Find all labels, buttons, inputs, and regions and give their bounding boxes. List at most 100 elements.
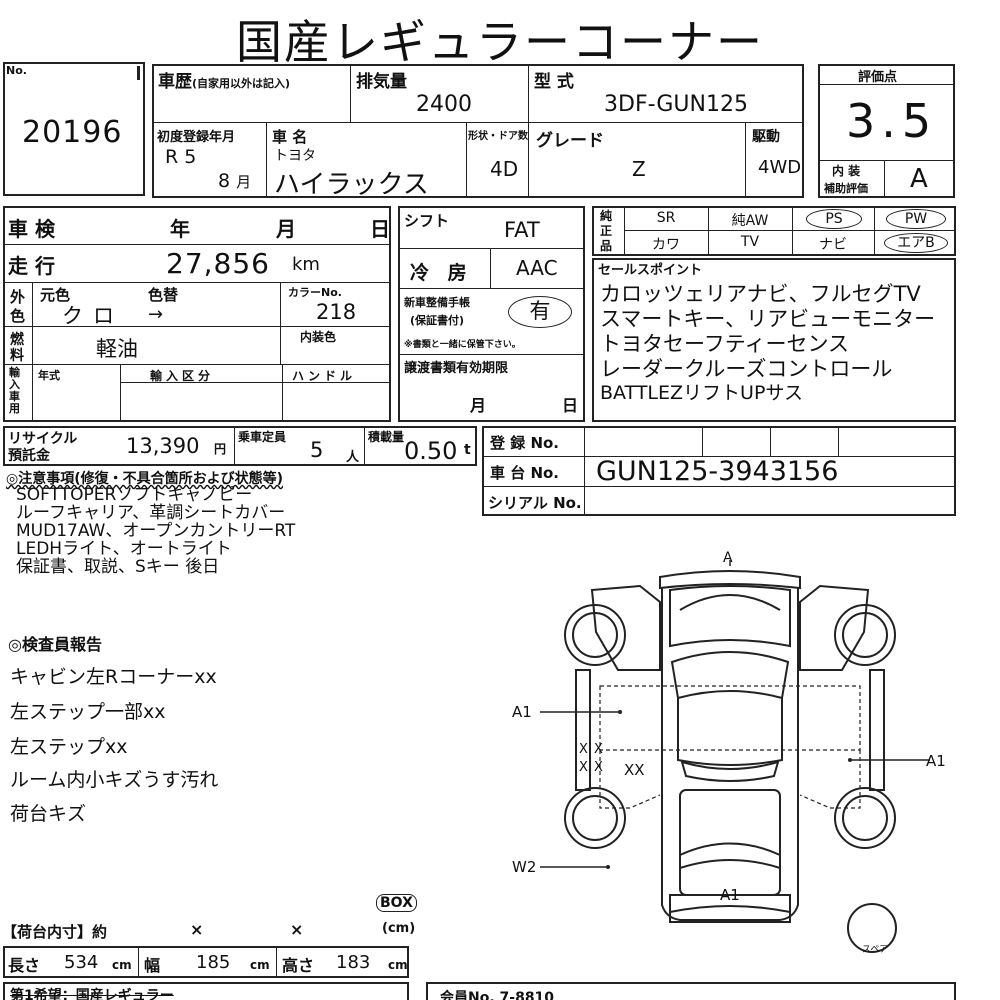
- notes-line-5: 保証書、取説、Sキー 後日: [16, 557, 220, 577]
- bed-height-label: 高さ: [282, 956, 315, 975]
- sales-line-4: レーダークルーズコントロール: [600, 357, 893, 381]
- drive-label: 駆動: [752, 129, 780, 145]
- inspector-line-4: ルーム内小キズうす汚れ: [10, 769, 219, 791]
- bottom-first-choice: 第1希望：国産レギュラー: [10, 988, 174, 1000]
- transfer-month: 月: [470, 396, 487, 415]
- diagram-a-top: A: [723, 550, 733, 566]
- vehicle-diagram: [540, 560, 930, 953]
- bottom-right-box: [426, 982, 956, 1000]
- interior-value: A: [910, 164, 928, 194]
- equip-navi: ナビ: [819, 237, 847, 253]
- equip-aw: 純AW: [731, 213, 769, 229]
- equipment-box: [592, 206, 956, 256]
- aircon-value: AAC: [516, 256, 558, 280]
- bed-box: BOX: [376, 894, 417, 912]
- diagram-xx-inner: XX: [624, 761, 645, 779]
- color-code-label: カラーNo.: [288, 286, 342, 299]
- notes-line-2: ルーフキャリア、革調シートカバー: [16, 503, 286, 523]
- displacement-value: 2400: [416, 92, 472, 117]
- color-side-2: 色: [10, 307, 26, 325]
- color-code-value: 218: [316, 300, 357, 324]
- diagram-a1-left: A1: [512, 703, 532, 721]
- recycle-unit: 円: [214, 442, 227, 456]
- name-label: 車 名: [272, 128, 308, 146]
- no-mark: [137, 66, 140, 80]
- equip-tv: TV: [740, 234, 760, 250]
- middle-box: [398, 206, 585, 422]
- inspector-line-3: 左ステップxx: [10, 736, 128, 758]
- body-label: 形状・ドア数: [468, 131, 528, 142]
- equipment-side-2: 正: [600, 224, 613, 238]
- notes-line-4: LEDHライト、オートライト: [16, 539, 232, 559]
- load-unit: t: [464, 442, 471, 458]
- color-arrow: →: [148, 304, 164, 325]
- model-label: 型 式: [534, 72, 574, 92]
- import-handle-label: ハンドル: [292, 369, 357, 383]
- interior-label-1: 内 装: [832, 164, 861, 178]
- recycle-value: 13,390: [126, 434, 200, 458]
- notes-line-1: SOFTTOPERソフトキャノピー: [16, 485, 253, 505]
- diagram-xx-side-4: X: [594, 760, 603, 775]
- color-change-label: 色替: [148, 286, 179, 304]
- color-orig-label: 元色: [40, 286, 71, 304]
- inspector-line-1: キャビン左Rコーナーxx: [10, 666, 217, 688]
- no-value: 20196: [22, 115, 123, 150]
- bed-height-value: 183: [336, 952, 371, 973]
- sales-points-label: セールスポイント: [598, 263, 703, 278]
- no-box: [3, 62, 145, 196]
- spec-box: [3, 206, 391, 422]
- no-label: No.: [6, 64, 27, 77]
- manual-label-2: (保証書付): [410, 314, 465, 327]
- diagram-a1-bottom: A1: [720, 886, 740, 904]
- bed-width-label: 幅: [144, 956, 161, 975]
- equip-ps: PS: [806, 209, 862, 229]
- manual-note: ※書類と一緒に保管下さい。: [404, 340, 521, 350]
- page-title: 国産レギュラーコーナー: [236, 15, 764, 69]
- inspection-day: 日: [370, 217, 390, 241]
- mileage-unit: km: [292, 254, 320, 275]
- score-value: 3.5: [846, 94, 938, 148]
- equip-pw: PW: [886, 209, 946, 229]
- manual-label-1: 新車整備手帳: [404, 296, 470, 309]
- chassis-label: 車 台 No.: [490, 464, 560, 482]
- bed-width-value: 185: [196, 952, 231, 973]
- drive-value: 4WD: [758, 157, 802, 178]
- shift-value: FAT: [504, 218, 540, 242]
- recycle-label-2: 預託金: [8, 448, 50, 464]
- chassis-value: GUN125-3943156: [596, 456, 839, 487]
- sales-line-5: BATTLEZリフトUPサス: [600, 382, 804, 404]
- bed-x1: ×: [190, 920, 204, 939]
- inspection-label: 車 検: [8, 217, 55, 241]
- sales-line-1: カロッツェリアナビ、フルセグTV: [600, 282, 921, 306]
- diagram-xx-side-1: X: [579, 742, 588, 757]
- first-reg-month: 8 月: [218, 170, 252, 192]
- bed-width-unit: cm: [250, 958, 270, 972]
- model-value: 3DF-GUN125: [604, 92, 748, 117]
- equipment-side-3: 品: [600, 239, 613, 253]
- sales-points-box: [592, 258, 956, 422]
- bed-length-label: 長さ: [8, 956, 41, 975]
- interior-color-label: 内装色: [300, 330, 337, 344]
- import-year-label: 年式: [38, 369, 60, 382]
- sales-line-2: スマートキー、リアビューモニター: [600, 307, 936, 331]
- name-value: ハイラックス: [274, 170, 429, 200]
- color-orig-value: クロ: [62, 304, 124, 328]
- interior-label-2: 補助評価: [824, 182, 868, 195]
- bed-length-value: 534: [64, 952, 99, 973]
- first-reg-label: 初度登録年月: [157, 130, 236, 145]
- capacity-unit: 人: [346, 450, 360, 465]
- sales-line-3: トヨタセーフティーセンス: [600, 332, 850, 356]
- inspector-line-2: 左ステップ一部xx: [10, 701, 166, 723]
- score-box: [818, 64, 955, 198]
- shift-label: シフト: [404, 212, 450, 230]
- bed-height-unit: cm: [388, 958, 408, 972]
- name-maker: トヨタ: [274, 148, 316, 164]
- inspector-line-5: 荷台キズ: [10, 803, 87, 825]
- transfer-label: 譲渡書類有効期限: [404, 361, 509, 376]
- equip-leather: カワ: [652, 237, 680, 253]
- transfer-day: 日: [562, 396, 579, 415]
- recycle-box: [3, 426, 477, 466]
- history-label: 車歴(自家用以外は記入): [158, 72, 291, 92]
- equipment-side-1: 純: [600, 209, 613, 223]
- registration-box: [482, 426, 956, 516]
